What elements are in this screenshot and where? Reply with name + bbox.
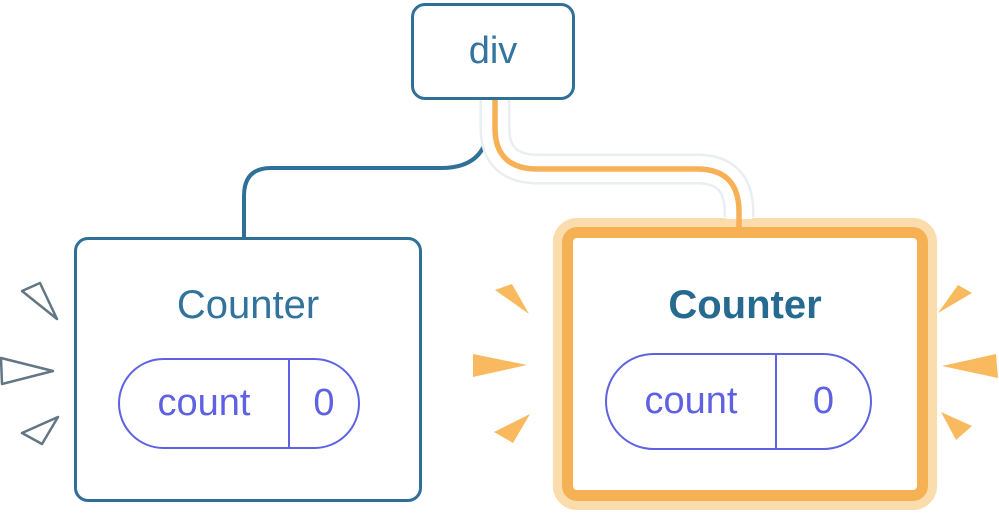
- tree-node-label: div: [468, 30, 518, 72]
- highlight-ring-icon: [562, 227, 928, 501]
- burst-white-middle-icon: [0, 356, 55, 386]
- state-pill: count 0: [605, 353, 872, 450]
- state-value: 0: [288, 360, 358, 447]
- connector-right-casing-icon: [482, 100, 752, 219]
- connector-left-icon: [242, 100, 491, 240]
- burst-orange-middle-icon: [942, 354, 998, 378]
- connector-right-icon: [492, 100, 742, 228]
- burst-orange-left-group: [473, 284, 530, 443]
- counter-card-right: Counter count 0: [553, 218, 937, 510]
- state-pill: count 0: [118, 358, 360, 449]
- counter-card-left: Counter count 0: [74, 237, 422, 502]
- state-value: 0: [775, 355, 870, 448]
- burst-white-bottom-icon: [20, 415, 60, 446]
- connector-right-casing-fringe-icon: [479, 100, 755, 217]
- state-key: count: [157, 382, 251, 424]
- tree-node-div: div: [411, 3, 575, 100]
- state-key: count: [644, 380, 738, 422]
- burst-orange-middle-icon: [473, 354, 527, 377]
- burst-orange-top-icon: [495, 284, 529, 314]
- burst-orange-bottom-icon: [941, 412, 972, 440]
- burst-orange-bottom-icon: [494, 414, 530, 443]
- component-title: Counter: [176, 283, 320, 327]
- component-title: Counter: [668, 283, 822, 327]
- burst-orange-right-group: [938, 285, 998, 440]
- burst-white-group: [0, 281, 60, 446]
- burst-orange-top-icon: [938, 285, 972, 313]
- burst-white-top-icon: [20, 281, 59, 321]
